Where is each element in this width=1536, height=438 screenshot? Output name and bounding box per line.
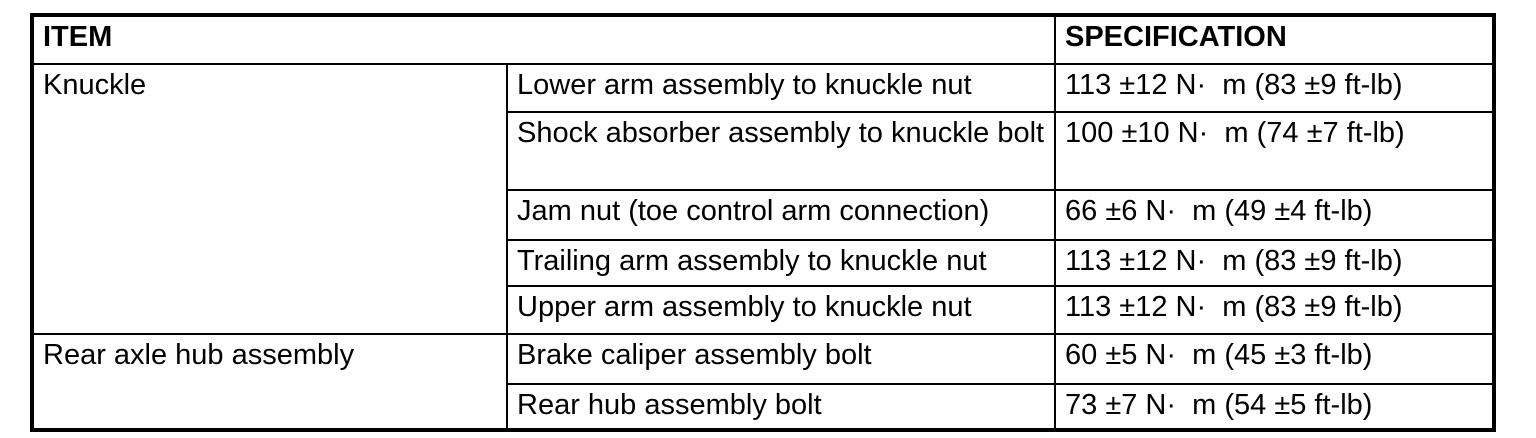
row-component: Upper arm assembly to knuckle nut xyxy=(506,285,1056,335)
table-row: Knuckle Lower arm assembly to knuckle nu… xyxy=(31,63,1495,335)
table-row: Shock absorber assembly to knuckle bolt … xyxy=(32,111,1495,191)
table-row: Jam nut (toe control arm connection) 66 … xyxy=(32,189,1495,241)
row-component: Shock absorber assembly to knuckle bolt xyxy=(506,111,1056,191)
row-spec: 113 ±12 N· m (83 ±9 ft-lb) xyxy=(1054,63,1495,113)
header-specification: SPECIFICATION xyxy=(1054,14,1495,65)
row-spec: 100 ±10 N· m (74 ±7 ft-lb) xyxy=(1054,111,1495,191)
row-component: Lower arm assembly to knuckle nut xyxy=(506,63,1056,113)
table-row: Trailing arm assembly to knuckle nut 113… xyxy=(32,239,1495,287)
row-component: Rear hub assembly bolt xyxy=(506,383,1056,431)
header-item: ITEM xyxy=(31,14,1056,65)
row-spec: 66 ±6 N· m (49 ±4 ft-lb) xyxy=(1054,189,1495,241)
row-component: Trailing arm assembly to knuckle nut xyxy=(506,239,1056,287)
torque-spec-table: ITEM SPECIFICATION Knuckle Lower arm ass… xyxy=(30,13,1496,432)
row-spec: 113 ±12 N· m (83 ±9 ft-lb) xyxy=(1054,239,1495,287)
row-spec: 113 ±12 N· m (83 ±9 ft-lb) xyxy=(1054,285,1495,335)
table-header-row: ITEM SPECIFICATION xyxy=(31,14,1495,65)
row-spec: 73 ±7 N· m (54 ±5 ft-lb) xyxy=(1054,383,1495,431)
row-component: Brake caliper assembly bolt xyxy=(506,333,1056,385)
group-item-rear-axle-hub-assembly: Rear axle hub assembly xyxy=(31,333,508,431)
table-row: Rear axle hub assembly Brake caliper ass… xyxy=(31,333,1495,431)
row-spec: 60 ±5 N· m (45 ±3 ft-lb) xyxy=(1054,333,1495,385)
table-row: Upper arm assembly to knuckle nut 113 ±1… xyxy=(32,285,1495,335)
row-component: Jam nut (toe control arm connection) xyxy=(506,189,1056,241)
table-row: Rear hub assembly bolt 73 ±7 N· m (54 ±5… xyxy=(32,383,1495,431)
group-item-knuckle: Knuckle xyxy=(31,63,508,335)
